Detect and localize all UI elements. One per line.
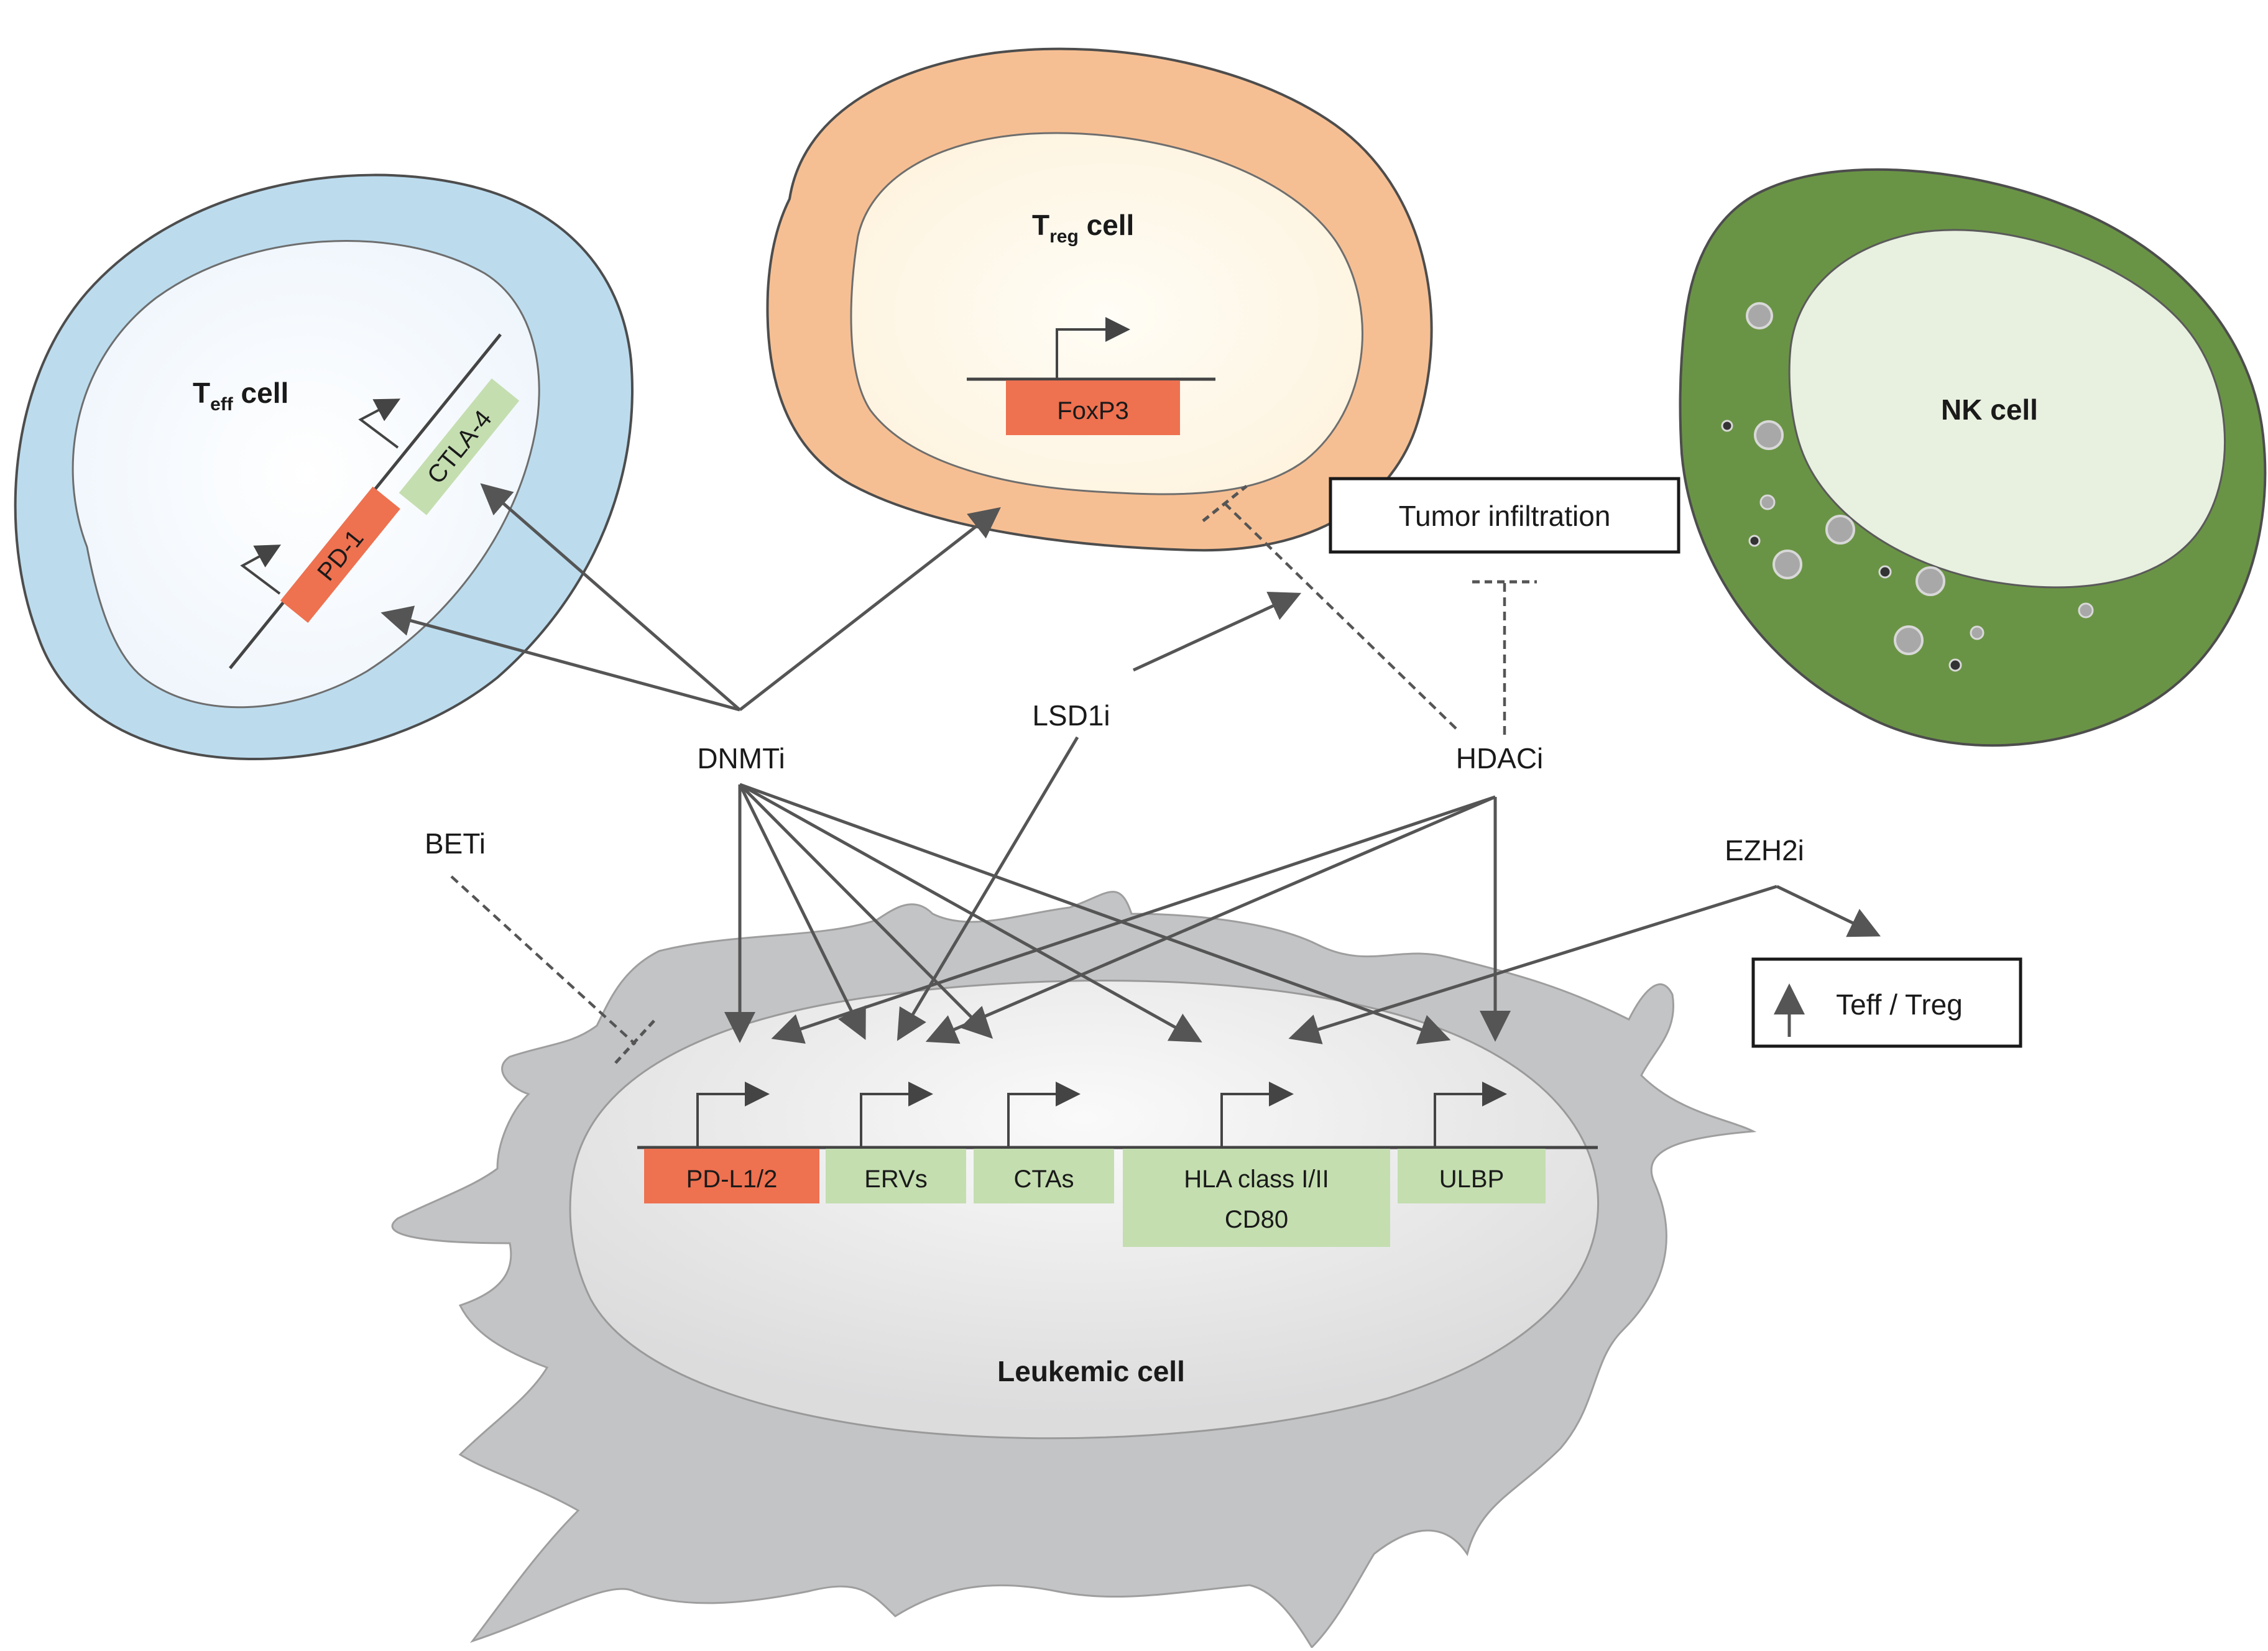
ctas-promoter-arrow bbox=[1007, 1082, 1081, 1147]
ctas-gene-label: CTAs bbox=[1013, 1166, 1074, 1193]
granule bbox=[1748, 535, 1761, 547]
ctla4-gene-box bbox=[399, 378, 520, 515]
granule bbox=[1825, 515, 1855, 545]
treg-cell-nucleus bbox=[850, 132, 1363, 495]
teff-cell: PD-1 CTLA-4 Teff cell bbox=[14, 173, 634, 761]
ulbp-promoter-arrow bbox=[1434, 1082, 1507, 1147]
pd1-gene-box bbox=[280, 486, 400, 623]
granule bbox=[2078, 602, 2094, 619]
pd1-promoter-arrow bbox=[240, 545, 282, 595]
teff-treg-box: Teff / Treg bbox=[1751, 957, 2022, 1048]
nk-cell-label: NK cell bbox=[1941, 393, 2038, 426]
ervs-gene-label: ERVs bbox=[864, 1166, 928, 1193]
tumor-infiltration-box: Tumor infiltration bbox=[1329, 477, 1680, 554]
ezh2i-label: EZH2i bbox=[1725, 834, 1804, 867]
teff-treg-label: Teff / Treg bbox=[1836, 988, 1963, 1021]
teff-cell-label: Teff cell bbox=[193, 377, 288, 415]
ctla4-promoter-arrow bbox=[358, 398, 401, 449]
hla-gene-label-line1: HLA class I/II bbox=[1184, 1166, 1329, 1193]
ctas-gene-box bbox=[974, 1149, 1114, 1203]
granule bbox=[1970, 625, 1984, 640]
dnmti-to-ulbp-arrow bbox=[739, 783, 1451, 1044]
dnmti-to-ctas-arrow bbox=[739, 783, 993, 1039]
dnmti-to-hla-arrow bbox=[739, 783, 1202, 1042]
ulbp-gene-box bbox=[1398, 1149, 1546, 1203]
dnmti-to-pd1-arrow bbox=[380, 605, 740, 712]
dnmti-to-ervs-arrow bbox=[738, 783, 866, 1040]
dnmti-to-ctla4-arrow bbox=[480, 483, 741, 711]
leukemic-cell: PD-L1/2 ERVs CTAs HLA class I/II CD80 UL… bbox=[391, 891, 1757, 1649]
treg-cell-label: Treg cell bbox=[1032, 209, 1134, 247]
beti-label: BETi bbox=[425, 827, 486, 860]
ulbp-gene-label: ULBP bbox=[1439, 1166, 1505, 1193]
hdaci-inhibits-treg-line bbox=[1224, 502, 1457, 730]
granule bbox=[1878, 565, 1892, 579]
hdaci-inhibits-treg-bar bbox=[1202, 485, 1248, 522]
tumor-infiltration-label: Tumor infiltration bbox=[1399, 500, 1611, 532]
foxp3-promoter-arrow bbox=[1056, 317, 1130, 379]
beti-inhibits-pdl12-bar bbox=[614, 1018, 657, 1064]
nk-cell-nucleus bbox=[1788, 229, 2226, 589]
foxp3-gene-label: FoxP3 bbox=[1057, 397, 1129, 425]
ezh2i-to-hla-arrow bbox=[1288, 885, 1777, 1044]
granule bbox=[1754, 420, 1784, 450]
pdl12-gene-label: PD-L1/2 bbox=[686, 1166, 778, 1193]
granule bbox=[1948, 658, 1962, 672]
lsd1i-label: LSD1i bbox=[1032, 699, 1110, 732]
pdl12-gene-box bbox=[644, 1149, 819, 1203]
leukemic-cell-nucleus bbox=[569, 980, 1600, 1440]
granule bbox=[1915, 566, 1945, 596]
hla-promoter-arrow bbox=[1220, 1082, 1294, 1147]
beti-inhibits-pdl12-line bbox=[450, 875, 637, 1046]
ervs-promoter-arrow bbox=[860, 1082, 933, 1147]
granule bbox=[1894, 625, 1924, 655]
hdaci-label: HDACi bbox=[1456, 742, 1544, 775]
granule bbox=[1721, 420, 1733, 432]
granule bbox=[1759, 494, 1776, 510]
hla-gene-label-line2: CD80 bbox=[1225, 1206, 1288, 1233]
nk-granules bbox=[1721, 302, 2094, 672]
foxp3-gene-box bbox=[1006, 380, 1180, 435]
tumor-infiltration-frame bbox=[1329, 477, 1680, 554]
treg-cell: FoxP3 Treg cell bbox=[766, 47, 1433, 552]
lsd1i-to-tumor-infiltration-arrow bbox=[1132, 591, 1302, 672]
dnmti-label: DNMTi bbox=[697, 742, 785, 775]
hdaci-to-pdl12-arrow bbox=[771, 795, 1496, 1044]
granule bbox=[1772, 550, 1802, 579]
ezh2i-to-teff-treg-arrow bbox=[1776, 885, 1881, 937]
ervs-gene-box bbox=[826, 1149, 966, 1203]
nk-cell: NK cell bbox=[1679, 168, 2267, 747]
pdl12-promoter-arrow bbox=[696, 1082, 770, 1147]
teff-cell-nucleus bbox=[71, 240, 540, 709]
hla-gene-box bbox=[1123, 1149, 1390, 1247]
hdaci-to-ervs-arrow bbox=[925, 795, 1496, 1044]
granule bbox=[1746, 302, 1773, 329]
leukemic-cell-label: Leukemic cell bbox=[997, 1355, 1185, 1387]
dnmti-to-treg-arrow bbox=[739, 507, 1001, 711]
